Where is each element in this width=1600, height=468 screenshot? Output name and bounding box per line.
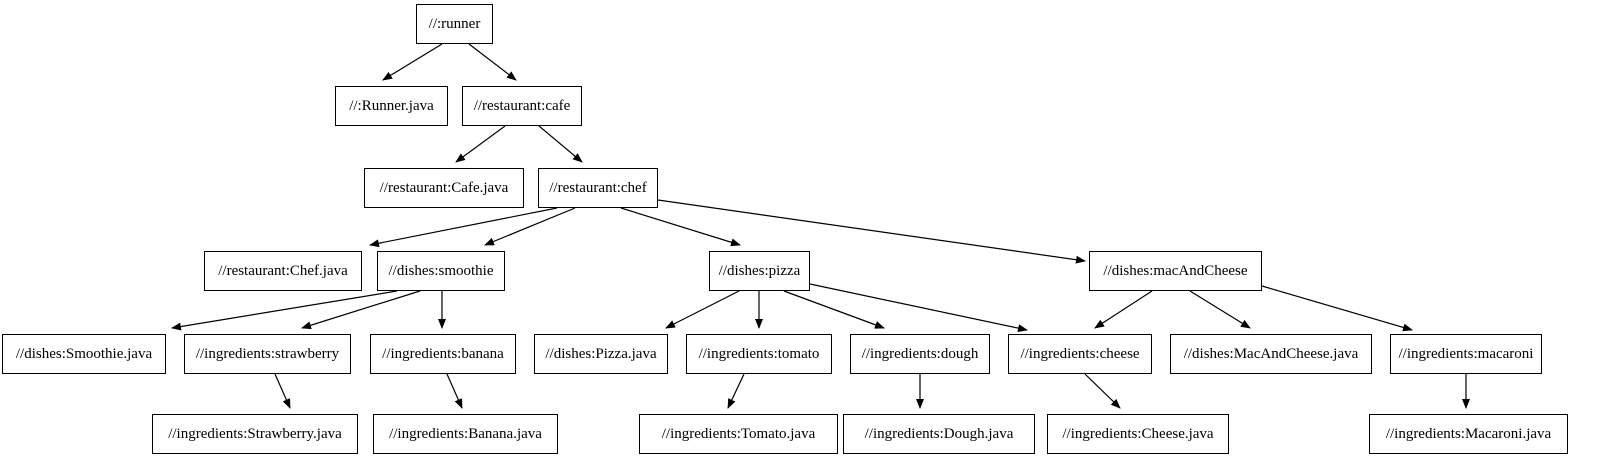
- graph-node-chef_java[interactable]: //restaurant:Chef.java: [204, 251, 362, 291]
- graph-node-dough[interactable]: //ingredients:dough: [850, 334, 990, 374]
- graph-node-banana[interactable]: //ingredients:banana: [370, 334, 516, 374]
- graph-node-label: //dishes:Smoothie.java: [15, 345, 153, 362]
- graph-node-cheese_java[interactable]: //ingredients:Cheese.java: [1047, 414, 1229, 454]
- graph-node-cheese[interactable]: //ingredients:cheese: [1008, 334, 1152, 374]
- graph-node-label: //dishes:macAndCheese: [1103, 262, 1248, 279]
- graph-node-dough_java[interactable]: //ingredients:Dough.java: [843, 414, 1035, 454]
- graph-node-cafe_java[interactable]: //restaurant:Cafe.java: [364, 168, 524, 208]
- graph-node-label: //dishes:pizza: [718, 262, 801, 279]
- graph-node-label: //ingredients:Strawberry.java: [168, 425, 342, 442]
- graph-node-pizza_java[interactable]: //dishes:Pizza.java: [534, 334, 668, 374]
- graph-node-label: //ingredients:Dough.java: [864, 425, 1014, 442]
- graph-node-macandcheese_java[interactable]: //dishes:MacAndCheese.java: [1170, 334, 1372, 374]
- graph-node-label: //ingredients:banana: [382, 345, 504, 362]
- graph-node-pizza[interactable]: //dishes:pizza: [709, 251, 810, 291]
- graph-node-smoothie_java[interactable]: //dishes:Smoothie.java: [2, 334, 166, 374]
- graph-node-label: //dishes:smoothie: [388, 262, 494, 279]
- graph-node-label: //restaurant:chef: [549, 179, 647, 196]
- graph-node-label: //restaurant:Chef.java: [218, 262, 348, 279]
- graph-node-strawberry_java[interactable]: //ingredients:Strawberry.java: [152, 414, 358, 454]
- graph-node-tomato[interactable]: //ingredients:tomato: [686, 334, 832, 374]
- graph-node-macaroni[interactable]: //ingredients:macaroni: [1390, 334, 1542, 374]
- graph-node-label: //ingredients:strawberry: [195, 345, 340, 362]
- graph-node-label: //ingredients:macaroni: [1398, 345, 1534, 362]
- graph-node-chef[interactable]: //restaurant:chef: [538, 168, 658, 208]
- graph-node-label: //:Runner.java: [349, 97, 434, 114]
- graph-node-label: //ingredients:Tomato.java: [661, 425, 816, 442]
- graph-node-label: //ingredients:dough: [861, 345, 979, 362]
- graph-node-tomato_java[interactable]: //ingredients:Tomato.java: [639, 414, 838, 454]
- graph-node-runner[interactable]: //:runner: [416, 4, 493, 44]
- graph-node-runner_java[interactable]: //:Runner.java: [335, 86, 448, 126]
- graph-node-label: //ingredients:Banana.java: [389, 425, 542, 442]
- graph-node-label: //:runner: [428, 15, 481, 32]
- graph-node-macaroni_java[interactable]: //ingredients:Macaroni.java: [1369, 414, 1568, 454]
- graph-node-smoothie[interactable]: //dishes:smoothie: [377, 251, 505, 291]
- graph-node-strawberry[interactable]: //ingredients:strawberry: [184, 334, 351, 374]
- graph-node-label: //restaurant:cafe: [473, 97, 571, 114]
- graph-node-banana_java[interactable]: //ingredients:Banana.java: [373, 414, 558, 454]
- graph-node-cafe[interactable]: //restaurant:cafe: [462, 86, 582, 126]
- graph-node-label: //ingredients:Cheese.java: [1062, 425, 1214, 442]
- graph-node-label: //restaurant:Cafe.java: [379, 179, 509, 196]
- graph-node-label: //ingredients:Macaroni.java: [1385, 425, 1552, 442]
- graph-node-macandcheese[interactable]: //dishes:macAndCheese: [1089, 251, 1262, 291]
- graph-node-label: //dishes:MacAndCheese.java: [1183, 345, 1359, 362]
- graph-node-label: //dishes:Pizza.java: [545, 345, 657, 362]
- graph-node-label: //ingredients:tomato: [698, 345, 820, 362]
- graph-node-label: //ingredients:cheese: [1020, 345, 1140, 362]
